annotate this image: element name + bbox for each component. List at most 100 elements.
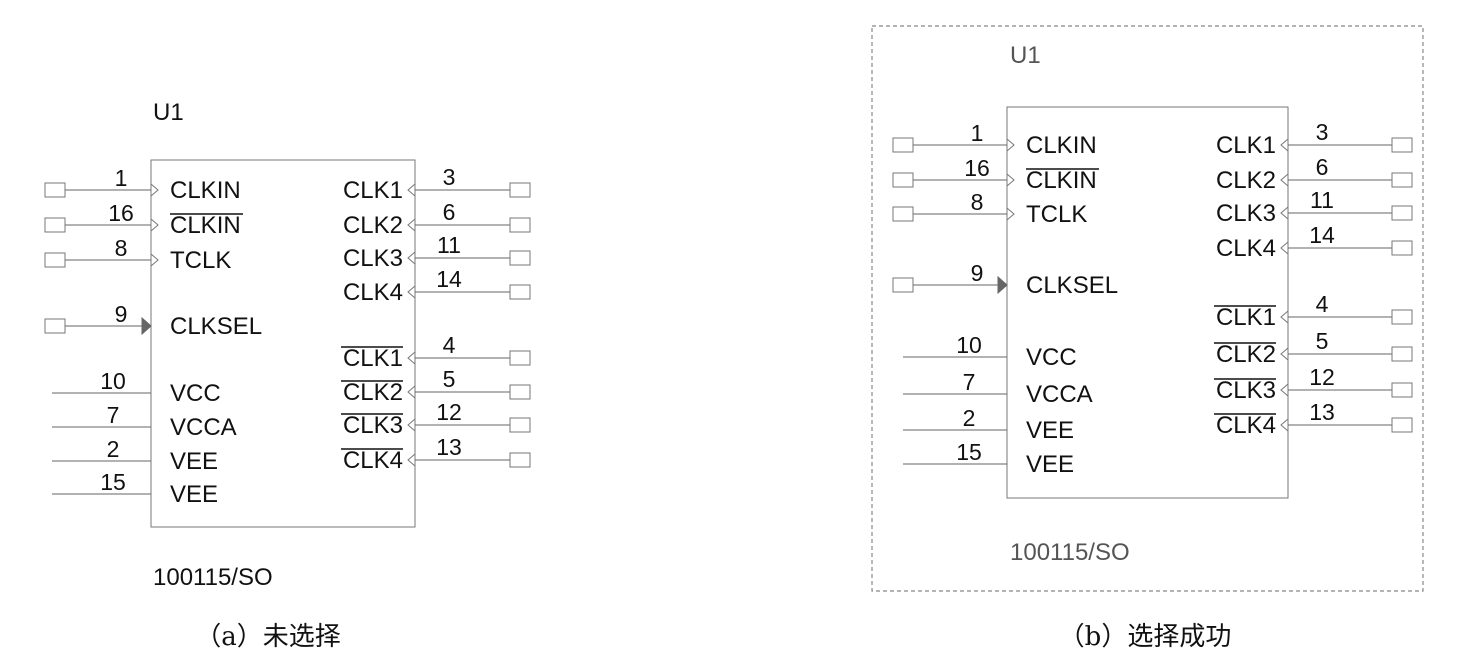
pin-number: 10 <box>100 368 126 394</box>
component-body[interactable] <box>150 159 416 528</box>
pin-name: CLK1 <box>343 177 403 204</box>
clock-output-arrow-icon <box>1280 310 1289 324</box>
pin-number: 16 <box>108 200 134 226</box>
pin-terminal-square[interactable] <box>1391 309 1413 325</box>
pin-name: CLK2 <box>1216 341 1276 368</box>
pin-number: 1 <box>115 165 128 191</box>
pin-name: TCLK <box>1026 201 1087 228</box>
clock-input-arrow-icon <box>1006 138 1015 152</box>
pin-terminal-square[interactable] <box>509 417 531 433</box>
pin-terminal-square[interactable] <box>509 384 531 400</box>
pin-name: VCC <box>170 380 221 407</box>
pin-terminal-square[interactable] <box>509 250 531 266</box>
pin-terminal-square[interactable] <box>509 217 531 233</box>
pin-name: CLKIN <box>170 177 241 204</box>
pin-terminal-square[interactable] <box>44 318 66 334</box>
clock-output-arrow-icon <box>407 251 416 265</box>
figure-caption: （b）选择成功 <box>1059 622 1232 652</box>
clock-input-arrow-icon <box>1006 173 1015 187</box>
pin-terminal-square[interactable] <box>44 252 66 268</box>
pin-terminal-square[interactable] <box>1391 382 1413 398</box>
selection-frame[interactable] <box>871 25 1424 592</box>
pin-terminal-square[interactable] <box>509 182 531 198</box>
pin-number: 10 <box>956 332 982 358</box>
pin-terminal-square[interactable] <box>1391 346 1413 362</box>
left-pin[interactable]: 10 VCC <box>903 332 1077 371</box>
pin-name: CLK4 <box>1216 412 1276 439</box>
left-pin[interactable]: 16 CLKIN <box>44 200 243 239</box>
pin-terminal-square[interactable] <box>1391 137 1413 153</box>
pin-number: 14 <box>1309 222 1335 248</box>
pin-name: CLKIN <box>1026 167 1097 194</box>
part-number: 100115/SO <box>1010 539 1130 566</box>
pin-terminal-square[interactable] <box>1391 417 1413 433</box>
pin-name: CLK3 <box>1216 377 1276 404</box>
left-pin[interactable]: 10 VCC <box>52 368 221 407</box>
pin-name: CLK2 <box>1216 167 1276 194</box>
clock-output-arrow-icon <box>407 385 416 399</box>
pin-name: TCLK <box>170 247 231 274</box>
component-body[interactable] <box>1006 106 1289 499</box>
pin-number: 15 <box>956 439 982 465</box>
pin-terminal-square[interactable] <box>509 350 531 366</box>
pin-name: VCC <box>1026 344 1077 371</box>
pin-terminal-square[interactable] <box>509 284 531 300</box>
pin-number: 13 <box>1309 399 1335 425</box>
pin-number: 3 <box>443 164 456 190</box>
pin-name: CLKSEL <box>1026 272 1118 299</box>
pin-terminal-square[interactable] <box>1391 205 1413 221</box>
pin-terminal-square[interactable] <box>892 277 914 293</box>
pin-number: 1 <box>971 120 984 146</box>
pin-number: 7 <box>963 369 976 395</box>
pin-name: CLK1 <box>1216 304 1276 331</box>
pin-terminal-square[interactable] <box>44 182 66 198</box>
pin-name: CLK1 <box>1216 132 1276 159</box>
pin-terminal-square[interactable] <box>1391 172 1413 188</box>
pin-terminal-square[interactable] <box>1391 240 1413 256</box>
clock-output-arrow-icon <box>407 453 416 467</box>
pin-name: CLK3 <box>343 412 403 439</box>
left-pin[interactable]: 1 CLKIN <box>892 120 1097 159</box>
clock-input-arrow-icon <box>150 218 159 232</box>
pin-terminal-square[interactable] <box>44 217 66 233</box>
pin-terminal-square[interactable] <box>509 452 531 468</box>
pin-terminal-square[interactable] <box>892 137 914 153</box>
pin-name: CLKIN <box>1026 132 1097 159</box>
pin-terminal-square[interactable] <box>892 206 914 222</box>
pin-number: 12 <box>1309 364 1335 390</box>
pin-name: CLKIN <box>170 212 241 239</box>
clock-output-arrow-icon <box>1280 347 1289 361</box>
pin-terminal-square[interactable] <box>892 172 914 188</box>
pin-name: CLK1 <box>343 345 403 372</box>
left-pin[interactable]: 1 CLKIN <box>44 165 241 204</box>
